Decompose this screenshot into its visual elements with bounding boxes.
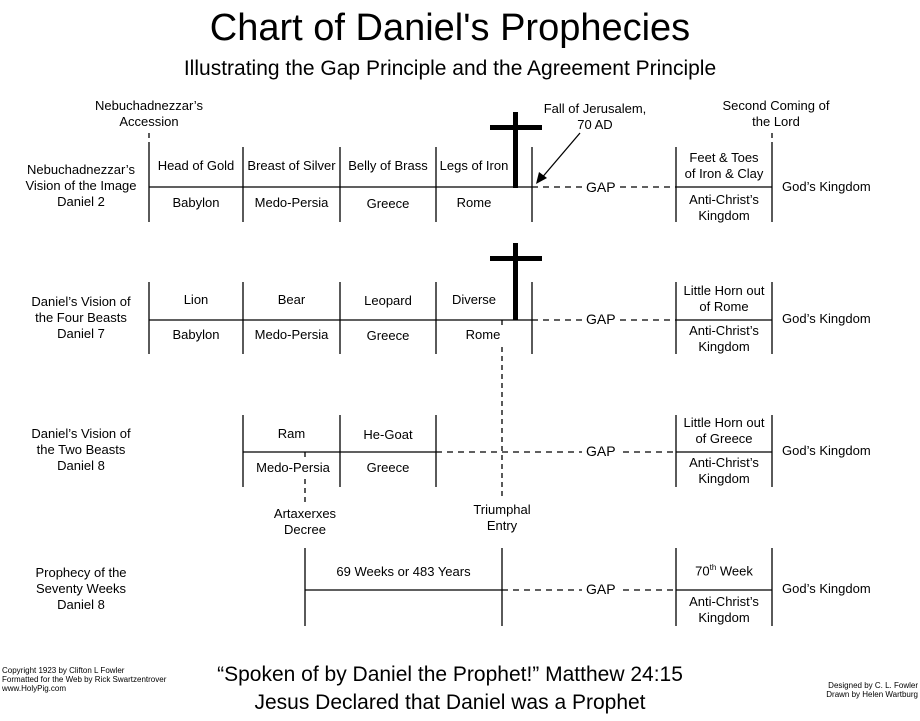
- second-coming-label: Second Coming of the Lord: [722, 98, 830, 129]
- cell-medo-persia-3: Medo-Persia: [250, 460, 336, 476]
- gap-label-4: GAP: [582, 581, 620, 597]
- row-label-seventy-weeks: Prophecy of the Seventy Weeks Daniel 8: [35, 565, 127, 612]
- accession-label: Nebuchadnezzar’s Accession: [95, 98, 203, 129]
- credit-left-1: Copyright 1923 by Clifton L Fowler: [2, 666, 125, 675]
- cross-2: [490, 243, 542, 320]
- cell-medo-persia-2: Medo-Persia: [254, 327, 329, 342]
- cell-feet-toes: Feet & Toes of Iron & Clay: [684, 150, 764, 181]
- cell-belly-of-brass: Belly of Brass: [348, 158, 428, 173]
- page-title: Chart of Daniel's Prophecies: [209, 7, 691, 49]
- cell-rome-2: Rome: [450, 327, 516, 343]
- seventieth-number: 70: [695, 563, 710, 579]
- cell-antichrist-4: Anti-Christ’s Kingdom: [689, 594, 759, 625]
- credit-left-2: Formatted for the Web by Rick Swartzentr…: [2, 675, 167, 684]
- cell-ram: Ram: [277, 426, 306, 441]
- fall-of-jerusalem-label: Fall of Jerusalem, 70 AD: [543, 101, 647, 132]
- cell-leopard: Leopard: [364, 293, 412, 308]
- cross-1: [490, 112, 542, 188]
- gods-kingdom-2: God’s Kingdom: [782, 311, 871, 326]
- cell-medo-persia-1: Medo-Persia: [254, 195, 329, 210]
- artaxerxes-label: Artaxerxes Decree: [273, 506, 337, 537]
- credit-left-3: www.HolyPig.com: [2, 684, 67, 693]
- cell-antichrist-3: Anti-Christ’s Kingdom: [689, 455, 759, 486]
- triumphal-entry-label: Triumphal Entry: [442, 502, 562, 534]
- cell-greece-2: Greece: [366, 328, 410, 343]
- fall-arrow-head: [536, 172, 547, 184]
- cell-breast-of-silver: Breast of Silver: [247, 158, 336, 173]
- credit-right-2: Drawn by Helen Wartburg: [826, 690, 918, 699]
- cell-antichrist-2: Anti-Christ’s Kingdom: [689, 323, 759, 354]
- cell-babylon-2: Babylon: [172, 327, 220, 342]
- cell-babylon-1: Babylon: [172, 195, 220, 210]
- gap-label-2: GAP: [582, 311, 620, 327]
- page-subtitle: Illustrating the Gap Principle and the A…: [183, 57, 717, 80]
- row-label-image: Nebuchadnezzar’s Vision of the Image Dan…: [25, 162, 137, 209]
- gods-kingdom-3: God’s Kingdom: [782, 443, 871, 458]
- cell-greece-3: Greece: [366, 460, 410, 475]
- cell-antichrist-1: Anti-Christ’s Kingdom: [689, 192, 759, 223]
- cell-he-goat: He-Goat: [363, 427, 413, 442]
- gods-kingdom-1: God’s Kingdom: [782, 179, 871, 194]
- gods-kingdom-4: God’s Kingdom: [782, 581, 871, 596]
- cell-lion: Lion: [183, 292, 209, 307]
- gap-label-3: GAP: [582, 443, 620, 459]
- cell-69-weeks: 69 Weeks or 483 Years: [336, 564, 471, 579]
- cell-diverse: Diverse: [451, 292, 497, 307]
- quote-line-2: Jesus Declared that Daniel was a Prophet: [254, 691, 646, 714]
- seventieth-suffix: th: [709, 563, 717, 572]
- fall-arrow-line: [539, 132, 581, 181]
- cell-little-horn-greece: Little Horn out of Greece: [683, 415, 765, 446]
- gap-label-1: GAP: [582, 179, 620, 195]
- cell-bear: Bear: [277, 292, 306, 307]
- cell-rome-1: Rome: [456, 195, 492, 210]
- seventieth-week-word: Week: [716, 563, 753, 579]
- cell-70th-week: 70th Week: [676, 560, 772, 579]
- cell-little-horn-rome: Little Horn out of Rome: [683, 283, 765, 314]
- row-label-two-beasts: Daniel’s Vision of the Two Beasts Daniel…: [31, 426, 131, 473]
- cell-head-of-gold: Head of Gold: [157, 158, 235, 173]
- row-label-four-beasts: Daniel’s Vision of the Four Beasts Danie…: [31, 294, 131, 341]
- cell-legs-of-iron: Legs of Iron: [439, 158, 509, 173]
- cell-greece-1: Greece: [366, 196, 410, 211]
- quote-line-1: “Spoken of by Daniel the Prophet!” Matth…: [217, 663, 683, 686]
- credit-right-1: Designed by C. L. Fowler: [828, 681, 918, 690]
